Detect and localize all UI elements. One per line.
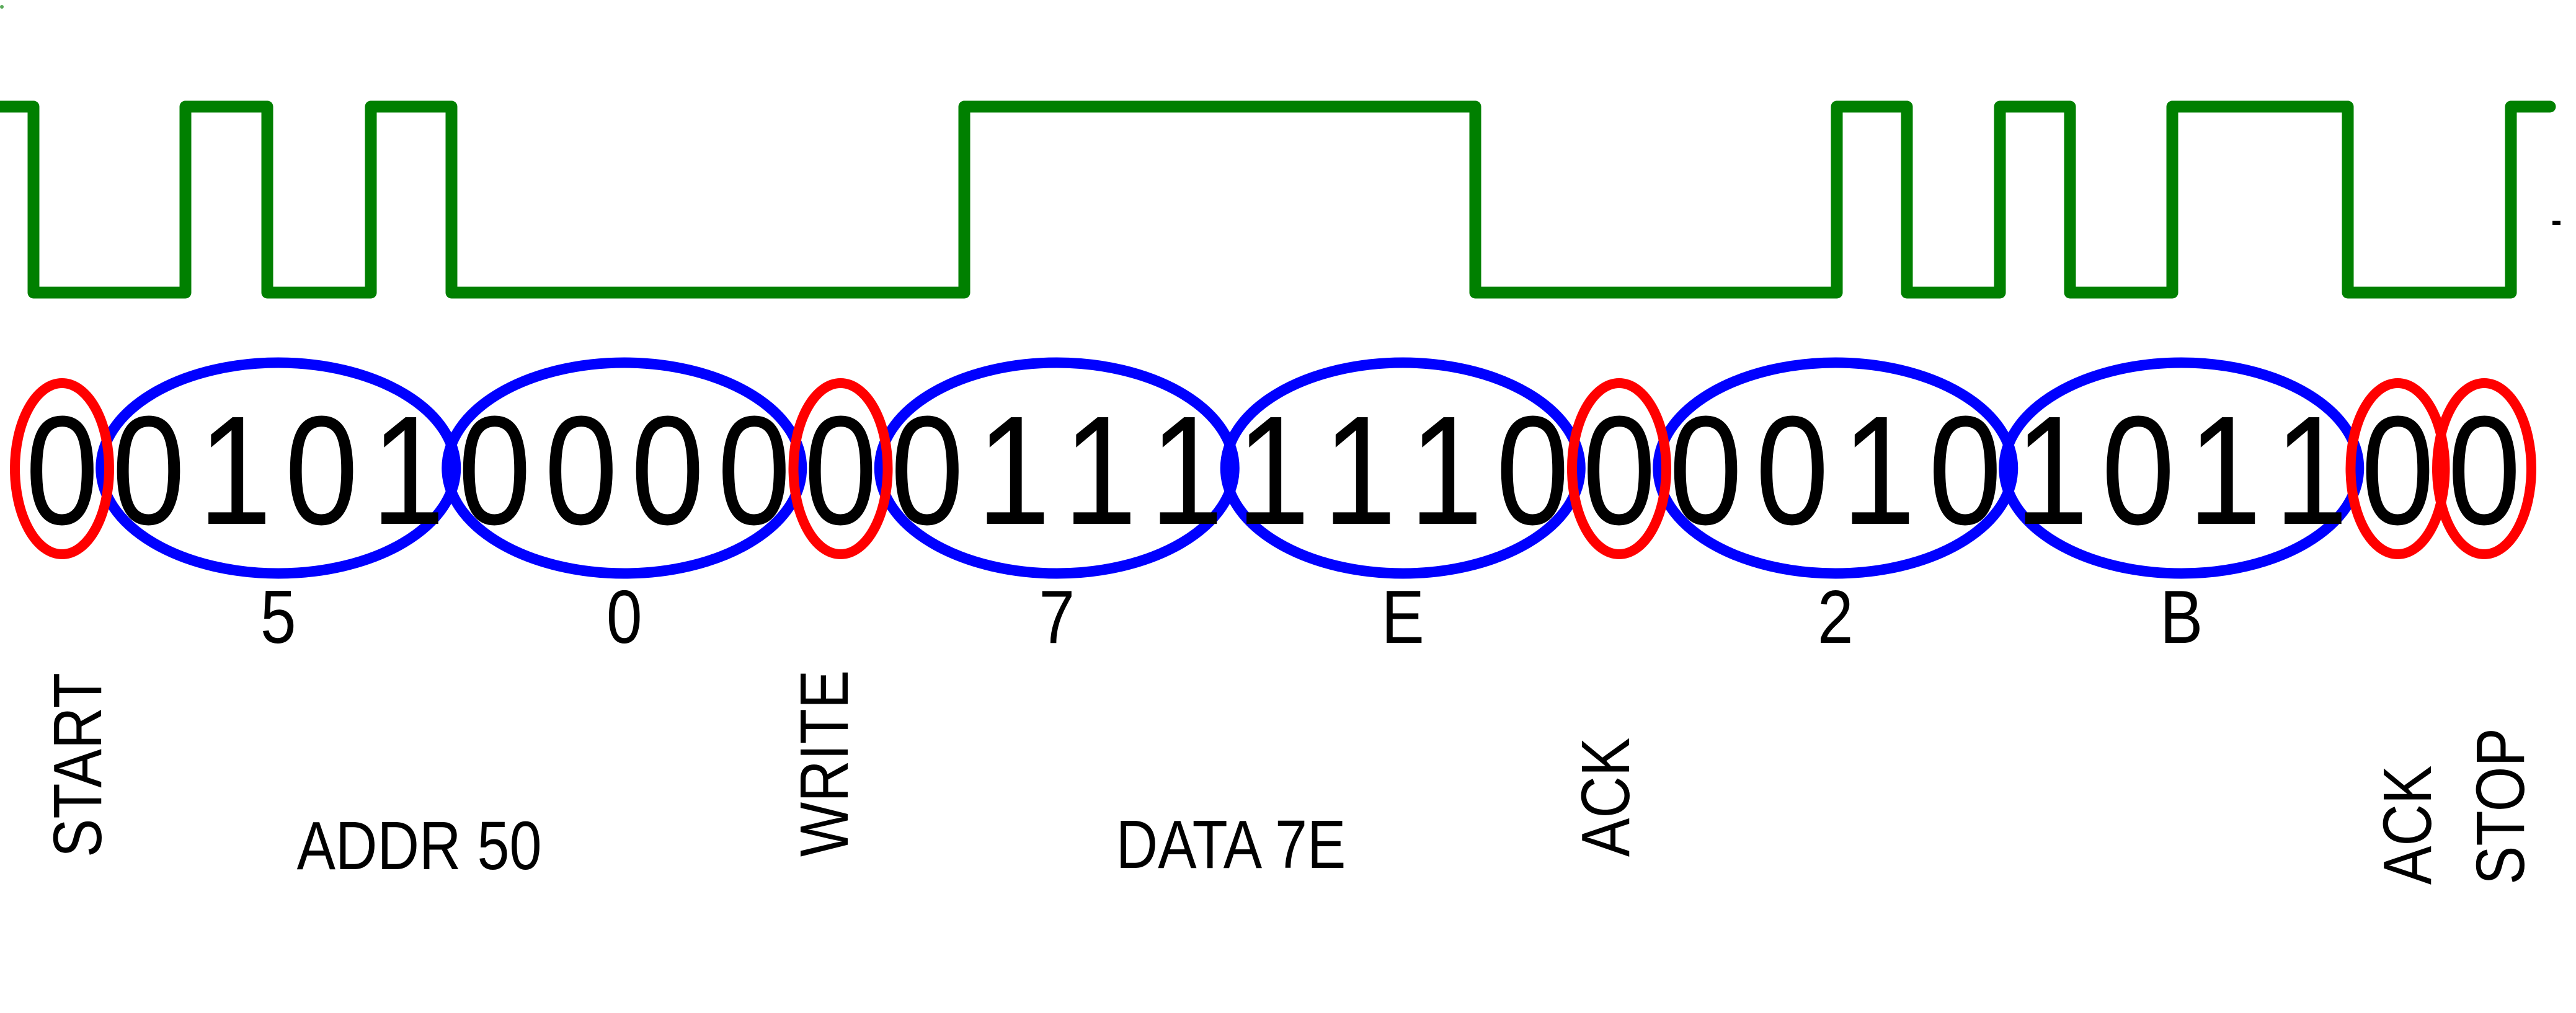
bit-digit: 0 [1756, 384, 1829, 557]
sda-waveform-layer [0, 100, 2556, 299]
bit-digit: 1 [371, 384, 445, 557]
bit-digit: 0 [25, 384, 99, 557]
bit-digit: 0 [1583, 384, 1656, 557]
nibble-ellipse-layer [95, 357, 2365, 579]
bit-digit: 0 [1496, 384, 1569, 557]
artifact-layer [0, 5, 2560, 225]
single-bit-ellipse-layer [10, 378, 2536, 559]
bit-digit: 1 [2275, 384, 2348, 557]
data-byte-label: DATA 7E [1116, 807, 1346, 883]
nibble-hex-label: 5 [260, 575, 296, 659]
bit-digit: 1 [1150, 384, 1223, 557]
bit-digit: 0 [1669, 384, 1742, 557]
bit-digit: 0 [285, 384, 358, 557]
bit-digit: 0 [112, 384, 185, 557]
nibble-ellipse [1220, 357, 1586, 579]
bit-digit: 0 [2448, 384, 2521, 557]
write-bit-ellipse [788, 378, 893, 559]
bit-digit: 1 [2188, 384, 2261, 557]
bit-digit: 0 [2361, 384, 2434, 557]
addr-byte-label: ADDR 50 [297, 808, 542, 884]
start-bit-ellipse [10, 378, 114, 559]
nibble-ellipse [442, 357, 807, 579]
bit-digit: 1 [977, 384, 1050, 557]
bit-digit: 0 [631, 384, 704, 557]
stop-bit-ellipse [2432, 378, 2536, 559]
bit-digit: 1 [198, 384, 272, 557]
nibble-ellipse [874, 357, 1240, 579]
bit-digit: 0 [890, 384, 964, 557]
nibble-hex-label: 7 [1039, 575, 1075, 659]
nibble-ellipse [1999, 357, 2365, 579]
bit-digit: 0 [458, 384, 531, 557]
bit-digit: 1 [2015, 384, 2088, 557]
ack-label-2: ACK [2369, 766, 2446, 885]
nibble-hex-label: E [1382, 575, 1424, 659]
bit-digit: 1 [1323, 384, 1396, 557]
sda-waveform-trace [0, 100, 2556, 299]
bit-digit: 0 [804, 384, 877, 557]
annotation-label-layer: START WRITE ACK ACK STOP ADDR 50 DATA 7E [40, 670, 2539, 885]
bit-digit: 0 [717, 384, 791, 557]
artifact-dash [2552, 221, 2560, 225]
nibble-ellipse [1653, 357, 2019, 579]
bit-digit: 1 [1410, 384, 1483, 557]
nibble-ellipse [95, 357, 461, 579]
nibble-hex-label: B [2160, 575, 2203, 659]
bit-digit: 1 [1064, 384, 1137, 557]
nibble-hex-label: 0 [606, 575, 642, 659]
bit-digit: 1 [1237, 384, 1310, 557]
stop-label: STOP [2463, 728, 2539, 885]
bit-digit: 0 [544, 384, 618, 557]
hex-label-layer: 5 0 7 E 2 B [260, 575, 2203, 659]
ack-label-1: ACK [1568, 738, 1644, 857]
bit-digit: 1 [1842, 384, 1915, 557]
artifact-dot [0, 5, 4, 9]
nibble-hex-label: 2 [1818, 575, 1854, 659]
start-label: START [40, 673, 116, 857]
ack-bit-ellipse [1567, 378, 1671, 559]
bit-digit: 0 [2102, 384, 2175, 557]
ack-bit-ellipse [2345, 378, 2450, 559]
write-label: WRITE [786, 670, 863, 857]
bit-digit: 0 [1929, 384, 2002, 557]
